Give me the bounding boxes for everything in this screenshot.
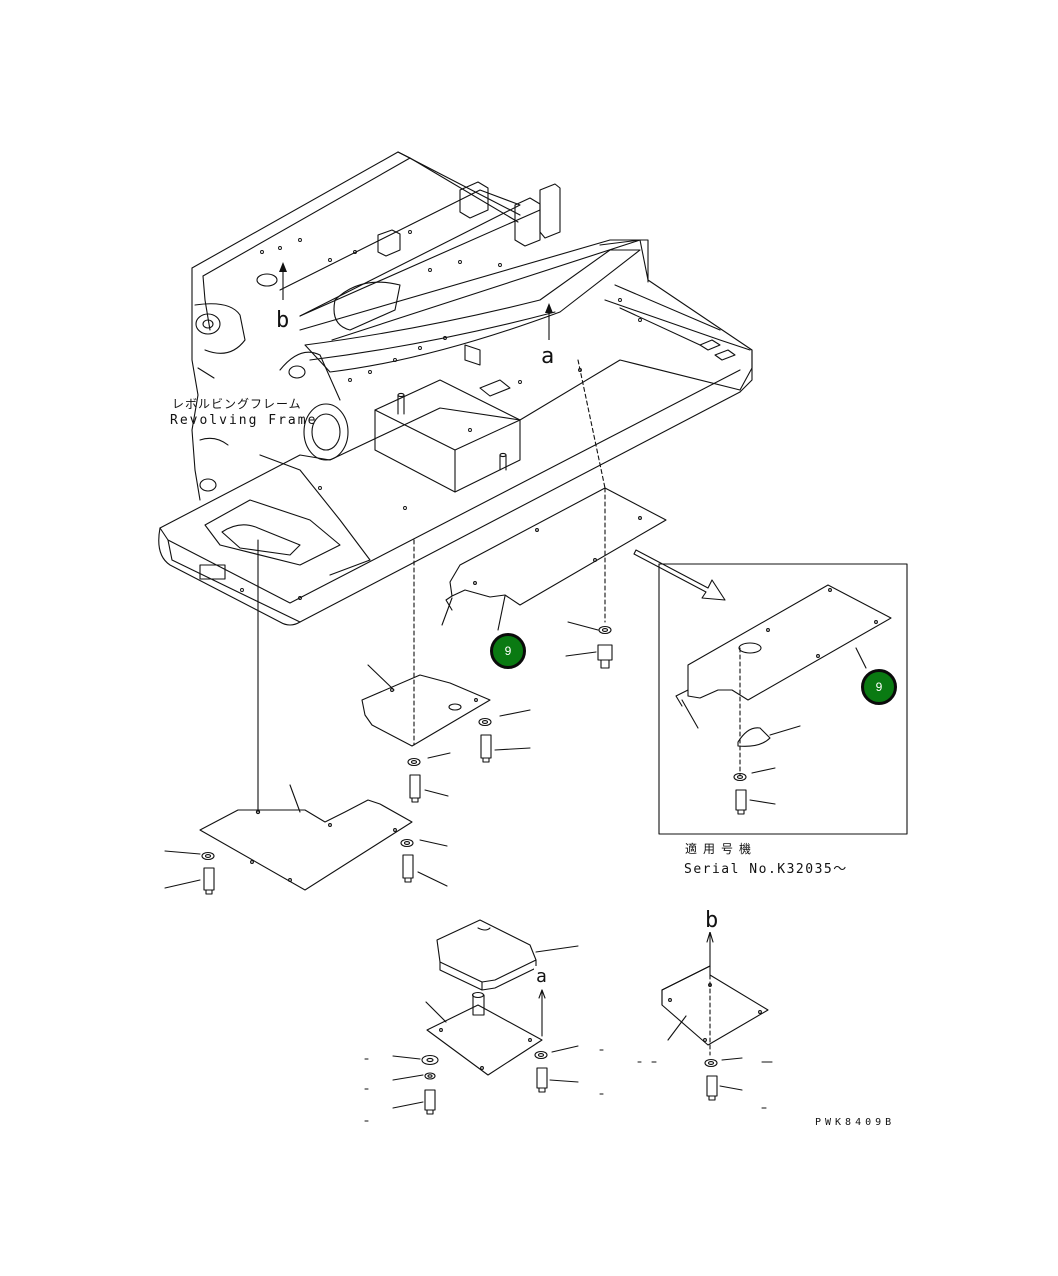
cover-middle — [361, 664, 531, 803]
detail-arrow — [633, 549, 726, 601]
drawing-code: PWK8409B — [815, 1117, 896, 1128]
inset-detail — [658, 563, 908, 835]
ref-b-top: b — [274, 308, 292, 333]
frame-label-en: Revolving Frame — [170, 413, 318, 428]
part-callout-main[interactable]: 9 — [490, 633, 526, 669]
bolt-set-right-top — [565, 621, 613, 669]
hidden-lines — [413, 359, 741, 1056]
ref-a-top: a — [541, 344, 555, 369]
serial-label-jp: 適用号機 — [685, 842, 758, 856]
ref-b-bottom: b — [703, 908, 721, 933]
cover-assembly-a — [364, 919, 604, 1122]
ref-a-bottom: a — [534, 966, 549, 988]
cover-assembly-b — [637, 929, 773, 1109]
frame-label-jp: レボルビングフレーム — [172, 397, 302, 411]
part-callout-inset[interactable]: 9 — [861, 669, 897, 705]
revolving-frame — [158, 151, 753, 626]
under-cover-main — [441, 487, 667, 631]
cover-left — [164, 784, 448, 895]
serial-label-en: Serial No.K32035～ — [684, 862, 848, 877]
